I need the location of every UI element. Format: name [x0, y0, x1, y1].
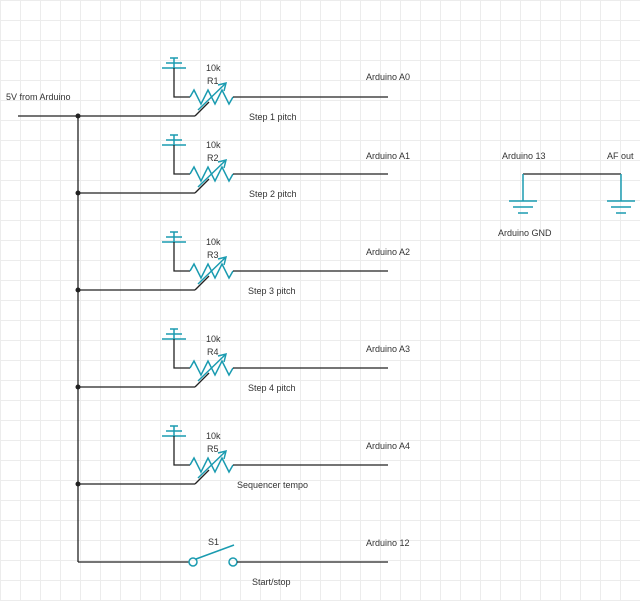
wiper-arrow — [197, 82, 227, 111]
resistor-caption: Step 2 pitch — [249, 189, 297, 199]
switch-s1[interactable]: S1 Arduino 12 Start/stop — [78, 537, 410, 587]
switch-lever — [195, 544, 235, 560]
resistor-caption: Step 1 pitch — [249, 112, 297, 122]
resistor-value: 10k — [206, 140, 221, 150]
output-target-label: AF out — [607, 151, 634, 161]
resistor-designator: R3 — [207, 250, 219, 260]
ground-symbol — [162, 134, 186, 146]
supply-rail: 5V from Arduino — [6, 92, 195, 562]
resistor-value: 10k — [206, 237, 221, 247]
ground-symbol — [162, 231, 186, 243]
net-label: Arduino 12 — [366, 538, 410, 548]
supply-label: 5V from Arduino — [6, 92, 71, 102]
output-ground-label: Arduino GND — [498, 228, 552, 238]
wiper-arrow — [197, 353, 227, 382]
switch-terminal — [228, 557, 238, 567]
potentiometer-r2[interactable]: 10k R2 Arduino A1 Step 2 pitch — [75, 134, 411, 199]
switch-terminal — [188, 557, 198, 567]
ground-symbol — [162, 425, 186, 437]
resistor-caption: Step 4 pitch — [248, 383, 296, 393]
resistor-designator: R4 — [207, 347, 219, 357]
potentiometer-r1[interactable]: 10k R1 Arduino A0 Step 1 pitch — [75, 57, 411, 122]
switch-caption: Start/stop — [252, 577, 291, 587]
net-label: Arduino A2 — [366, 247, 410, 257]
junction-node — [75, 287, 81, 293]
resistor-designator: R2 — [207, 153, 219, 163]
resistor-value: 10k — [206, 431, 221, 441]
ground-symbol — [607, 200, 635, 214]
junction-node — [75, 384, 81, 390]
switch-designator: S1 — [208, 537, 219, 547]
audio-output-connection[interactable]: Arduino 13 AF out Arduino GND — [498, 151, 635, 238]
resistor-value: 10k — [206, 334, 221, 344]
resistor-designator: R5 — [207, 444, 219, 454]
ground-symbol — [162, 328, 186, 340]
ground-symbol — [162, 57, 186, 69]
net-label: Arduino A4 — [366, 441, 410, 451]
junction-node — [75, 190, 81, 196]
resistor-caption: Step 3 pitch — [248, 286, 296, 296]
potentiometer-r5[interactable]: 10k R5 Arduino A4 Sequencer tempo — [75, 425, 411, 490]
output-source-label: Arduino 13 — [502, 151, 546, 161]
wiper-arrow — [197, 450, 227, 479]
ground-symbol — [509, 200, 537, 214]
potentiometer-r4[interactable]: 10k R4 Arduino A3 Step 4 pitch — [75, 328, 411, 393]
junction-node — [75, 481, 81, 487]
net-label: Arduino A1 — [366, 151, 410, 161]
potentiometer-r3[interactable]: 10k R3 Arduino A2 Step 3 pitch — [75, 231, 411, 296]
resistor-caption: Sequencer tempo — [237, 480, 308, 490]
wiper-arrow — [197, 256, 227, 285]
resistor-designator: R1 — [207, 76, 219, 86]
junction-node — [75, 113, 81, 119]
resistor-value: 10k — [206, 63, 221, 73]
wiper-arrow — [197, 159, 227, 188]
net-label: Arduino A3 — [366, 344, 410, 354]
net-label: Arduino A0 — [366, 72, 410, 82]
